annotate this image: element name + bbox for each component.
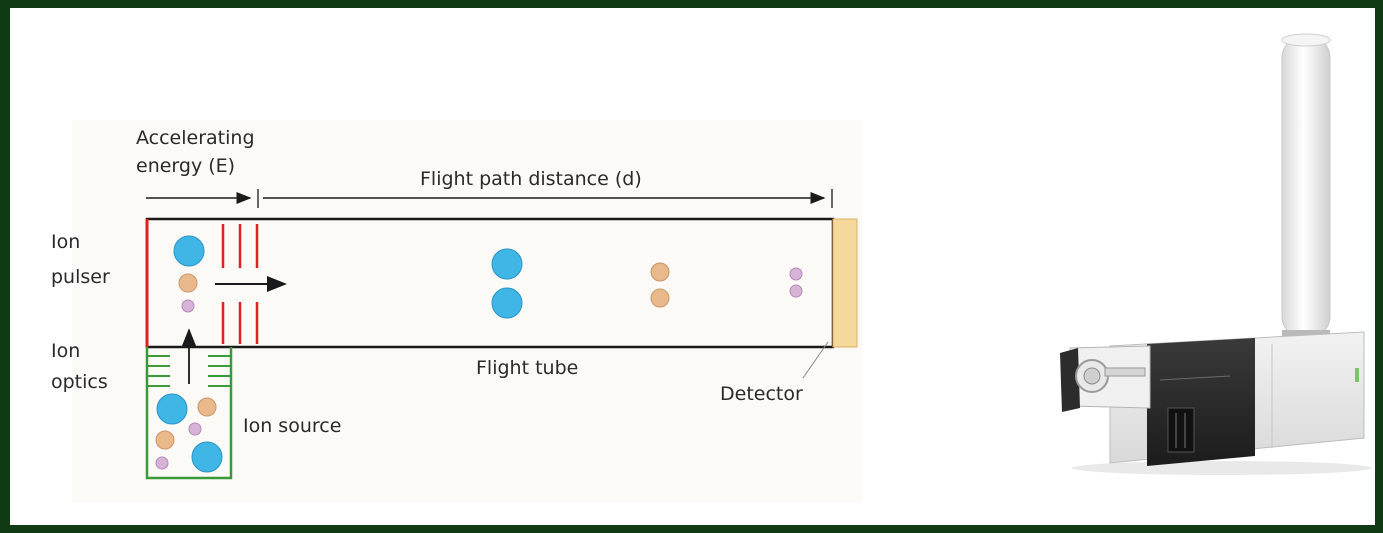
ion-large	[156, 393, 188, 425]
detector-leader-line	[802, 341, 829, 379]
ion-optics-label-line2: optics	[51, 371, 108, 393]
ion-medium	[650, 262, 670, 282]
accelerating-label-line1: Accelerating	[136, 127, 255, 149]
flight-path-label: Flight path distance (d)	[420, 168, 642, 190]
ion-medium	[197, 397, 217, 417]
tof-diagram: Accelerating energy (E) Flight path dist…	[51, 33, 1372, 502]
flight-tube-label: Flight tube	[476, 357, 578, 379]
figure-frame: Accelerating energy (E) Flight path dist…	[10, 8, 1375, 525]
ion-small	[789, 284, 803, 298]
ion-large	[173, 235, 205, 267]
ion-source-housing	[145, 347, 233, 480]
ion-small	[155, 456, 169, 470]
detector	[832, 218, 858, 348]
diagram-background	[72, 120, 862, 502]
mass-spectrometer-instrument-icon	[1060, 33, 1372, 475]
ion-small	[789, 267, 803, 281]
ion-pulser-label-line2: pulser	[51, 266, 110, 288]
accelerating-label-line2: energy (E)	[136, 155, 235, 177]
detector-label: Detector	[720, 383, 803, 405]
ion-large	[491, 287, 523, 319]
ion-small	[181, 299, 195, 313]
ion-medium	[155, 430, 175, 450]
ion-optics-label-line1: Ion	[51, 340, 80, 362]
ion-large	[491, 248, 523, 280]
ion-medium	[650, 288, 670, 308]
ion-pulser-label-line1: Ion	[51, 231, 80, 253]
ion-large	[191, 441, 223, 473]
ion-medium	[178, 273, 198, 293]
ion-small	[188, 422, 202, 436]
ion-source-label: Ion source	[243, 415, 341, 437]
